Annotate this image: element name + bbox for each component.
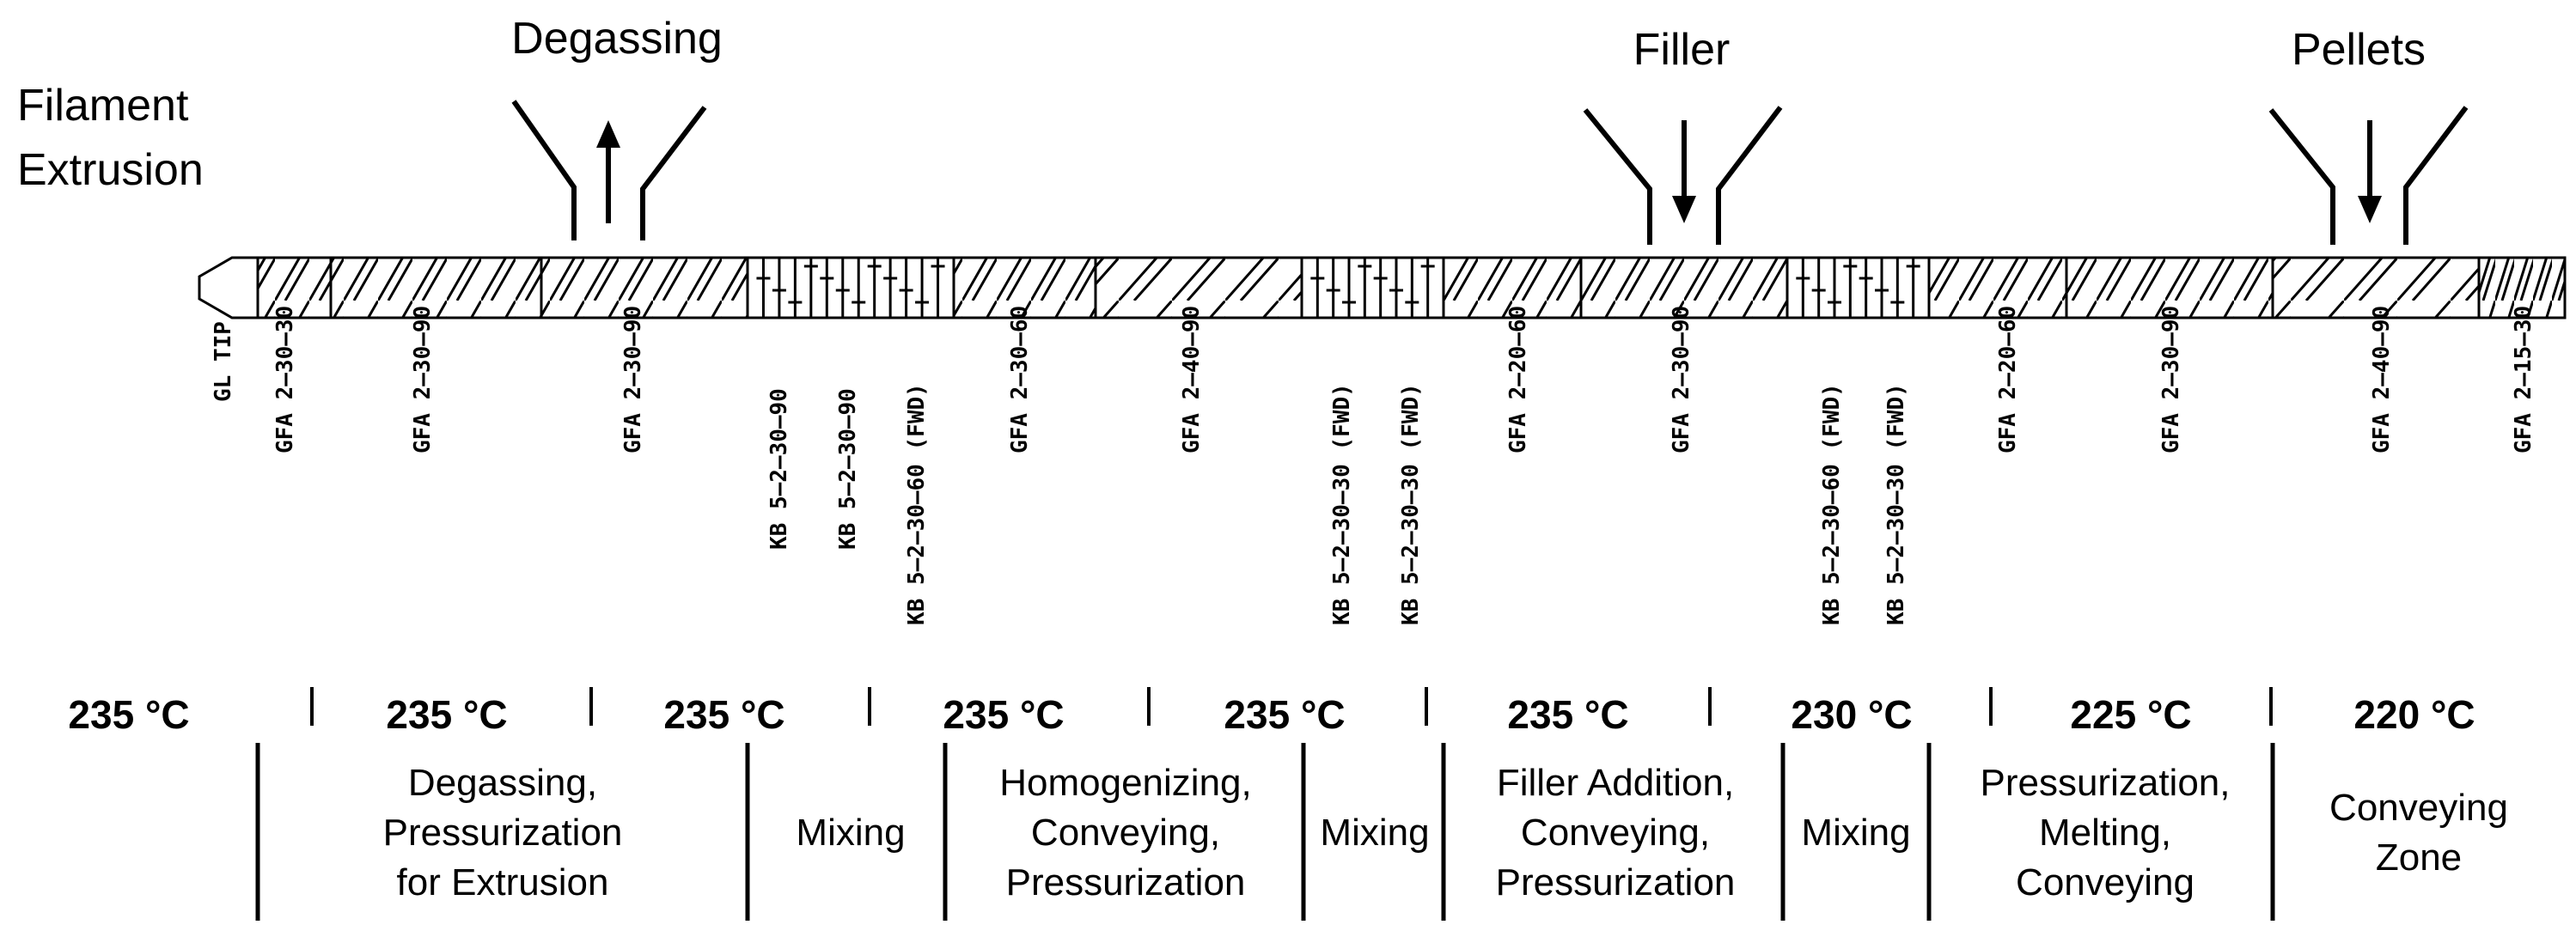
element-label: GFA 2–30–90 [2158,306,2184,453]
element-label: GFA 2–30–90 [620,306,646,453]
zone-label: Filler Addition, [1497,762,1734,804]
zone-label: Conveying [2329,787,2508,829]
element-label: KB 5–2–30–30 (FWD) [1329,383,1355,625]
zone-label: Conveying, [1031,812,1220,854]
extruder-screw [198,256,2567,319]
element-label: GFA 2–30–90 [410,306,436,453]
temperature-label: 235 °C [386,692,507,737]
zone-label: Mixing [1320,812,1429,854]
zone-label: Homogenizing, [999,762,1252,804]
filler-arrow-icon [1672,120,1696,223]
element-label: KB 5–2–30–60 (FWD) [904,383,930,625]
zone-label: Zone [2376,836,2462,879]
element-label: GFA 2–30–90 [1669,306,1694,453]
kneading-block [1785,256,1931,319]
element-label: KB 5–2–30–90 [766,388,792,550]
zone-label: Pressurization [1006,861,1246,903]
element-labels: GL TIP GFA 2–30–30 GFA 2–30–90 GFA 2–30–90K… [211,306,2536,625]
zone-label: for Extrusion [397,861,609,903]
element-label: KB 5–2–30–30 (FWD) [1398,383,1424,625]
zone-label: Pressurization, [1980,762,2230,804]
conveying-element [2477,256,2567,319]
zone-row: Degassing, Pressurization for Extrusion Mix… [255,743,2508,921]
temperature-label: 220 °C [2353,692,2475,737]
conveying-element [329,256,543,319]
element-label: GFA 2–20–60 [1995,306,2021,453]
zone-label: Conveying [2016,861,2194,903]
pellets-arrow-icon [2358,120,2382,223]
title-line-1: Filament [17,81,189,131]
temperature-label: 230 °C [1791,692,1912,737]
temperature-row: 235 °C 235 °C 235 °C 235 °C 235 °C 235 °C 230 … [68,687,2475,737]
conveying-element [1927,256,2068,319]
zone-label: Conveying, [1521,812,1710,854]
element-label: GFA 2–20–60 [1505,306,1531,453]
zone-label: Pressurization [1496,861,1736,903]
zone-label: Mixing [1801,812,1910,854]
zone-label: Melting, [2039,812,2171,854]
zone-label: Degassing, [408,762,597,804]
title-line-2: Extrusion [17,145,204,195]
screw-tip [198,256,259,319]
conveying-element [1442,256,1583,319]
element-label: KB 5–2–30–60 (FWD) [1819,383,1845,625]
zone-label: Mixing [796,812,905,854]
temperature-label: 225 °C [2070,692,2191,737]
conveying-element [2271,256,2481,319]
conveying-element [1579,256,1789,319]
element-label: GFA 2–15–30 [2511,306,2536,453]
conveying-element [540,256,749,319]
temperature-label: 235 °C [1507,692,1628,737]
element-label: GFA 2–30–30 [272,306,298,453]
element-label: GL TIP [211,321,236,402]
pellets-port [2268,106,2469,245]
element-label: GFA 2–30–60 [1007,306,1033,453]
element-label: GFA 2–40–90 [1179,306,1205,453]
temperature-label: 235 °C [1224,692,1345,737]
element-label: KB 5–2–30–90 [835,388,861,550]
pellets-label: Pellets [2292,25,2426,75]
degassing-arrow-icon [596,120,620,223]
filler-label: Filler [1633,25,1731,75]
filler-port [1583,106,1783,245]
element-label: KB 5–2–30–30 (FWD) [1883,383,1909,625]
temperature-label: 235 °C [943,692,1064,737]
element-label: GFA 2–40–90 [2369,306,2395,453]
kneading-block [746,256,955,319]
temperature-label: 235 °C [68,692,189,737]
conveying-element [1094,256,1303,319]
temperature-label: 235 °C [663,692,784,737]
zone-label: Pressurization [383,812,623,854]
kneading-block [1300,256,1445,319]
degassing-port [511,100,707,240]
degassing-label: Degassing [511,14,723,64]
